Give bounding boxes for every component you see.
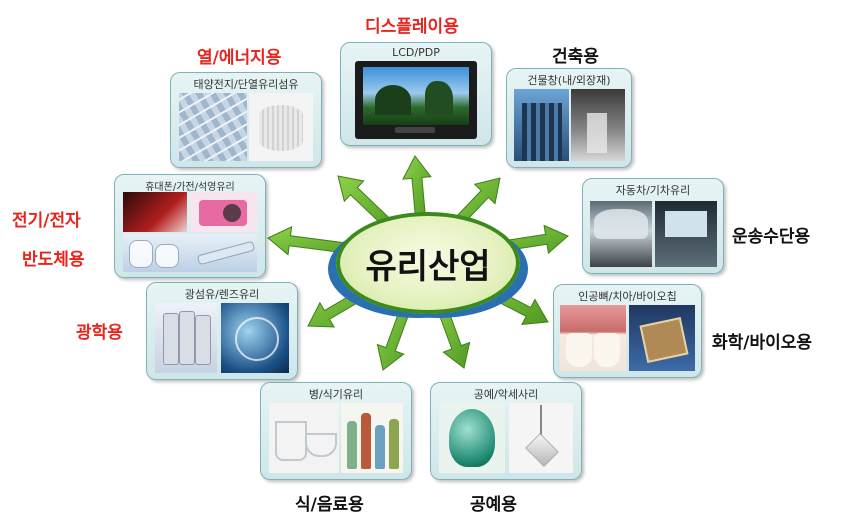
- card-chembio: 인공뼈/치아/바이오칩: [553, 284, 702, 378]
- arrow-to-display: [402, 155, 432, 220]
- label-energy: 열/에너지용: [197, 48, 282, 68]
- card-transport: 자동차/기차유리: [582, 178, 724, 274]
- optical-lens-image: [221, 303, 289, 373]
- optical-fiber-spools-image: [155, 303, 217, 373]
- label-craft: 공예용: [470, 495, 517, 515]
- card-optics: 광섬유/렌즈유리: [146, 282, 298, 380]
- hub-label: 유리산업: [365, 246, 491, 287]
- glass-fiber-roll-image: [249, 93, 313, 161]
- card-electronics: 휴대폰/가전/석영유리: [114, 174, 266, 278]
- artificial-teeth-image: [560, 305, 626, 371]
- label-food: 식/음료용: [295, 495, 364, 515]
- card-energy-caption: 태양전지/단열유리섬유: [193, 78, 299, 91]
- card-transport-caption: 자동차/기차유리: [615, 184, 691, 197]
- card-craft: 공예/악세사리: [430, 382, 582, 480]
- card-building-caption: 건물창(내/외장재): [527, 74, 611, 87]
- building-exterior-image: [514, 89, 569, 161]
- card-food: 병/식기유리: [260, 382, 412, 480]
- building-interior-image: [571, 89, 625, 161]
- card-optics-caption: 광섬유/렌즈유리: [184, 288, 260, 301]
- solar-panel-image: [179, 93, 247, 161]
- label-display: 디스플레이용: [365, 17, 459, 37]
- digital-camera-image: [191, 192, 257, 232]
- card-display-caption: LCD/PDP: [392, 46, 440, 59]
- card-energy: 태양전지/단열유리섬유: [170, 72, 322, 168]
- label-transport: 운송수단용: [732, 227, 811, 247]
- label-optics: 광학용: [76, 323, 123, 343]
- card-display: LCD/PDP: [340, 42, 492, 146]
- biochip-image: [629, 305, 695, 371]
- card-chembio-caption: 인공뼈/치아/바이오칩: [578, 290, 677, 303]
- card-food-caption: 병/식기유리: [308, 388, 364, 401]
- label-electronics-1: 전기/전자: [12, 211, 81, 231]
- mobile-phone-image: [123, 192, 187, 232]
- hub-glass-industry: 유리산업: [336, 212, 520, 314]
- label-chembio: 화학/바이오용: [712, 333, 813, 353]
- glass-vase-image: [439, 403, 505, 473]
- label-building: 건축용: [552, 47, 599, 67]
- glass-tableware-image: [269, 403, 339, 473]
- glass-bottles-image: [341, 403, 403, 473]
- card-craft-caption: 공예/악세사리: [473, 388, 539, 401]
- car-windshield-image: [590, 201, 652, 267]
- card-electronics-caption: 휴대폰/가전/석영유리: [145, 182, 235, 193]
- card-building: 건물창(내/외장재): [506, 68, 632, 168]
- train-window-image: [655, 201, 717, 267]
- crystal-pendant-image: [509, 403, 573, 473]
- lcd-tv-image: [355, 61, 477, 139]
- label-electronics-2: 반도체용: [22, 250, 85, 270]
- quartz-glass-tubes-image: [123, 234, 257, 272]
